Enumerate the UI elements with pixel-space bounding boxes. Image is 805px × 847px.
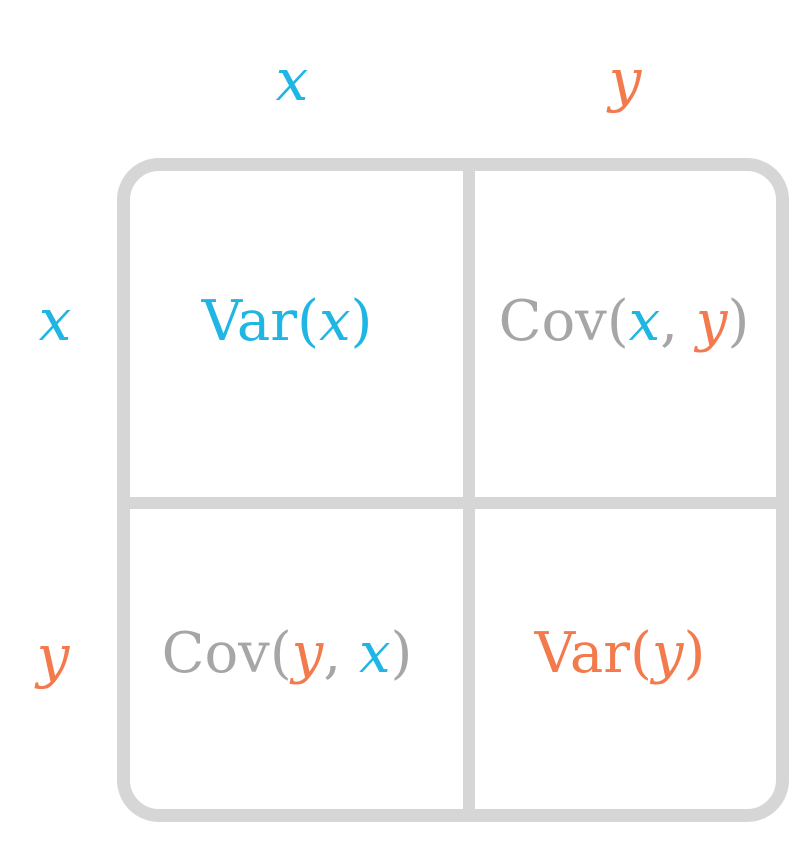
row-label-x: x [38, 286, 72, 354]
cell-cov-x-y-sep: , [660, 289, 679, 354]
cell-cov-y-x-close: ) [390, 621, 413, 686]
grid-vertical-divider [463, 171, 475, 809]
covariance-matrix-grid [117, 158, 789, 822]
cell-var-y: Var(y) [535, 626, 706, 682]
column-label-y: y [608, 46, 642, 114]
cell-var-y-open: ( [630, 621, 652, 686]
cell-cov-y-x-arg1: y [291, 621, 324, 686]
cell-cov-x-y-arg1: x [628, 289, 661, 354]
cell-var-y-func: Var [534, 621, 631, 686]
cell-cov-y-x-arg2: x [358, 621, 391, 686]
cell-var-x-arg: x [318, 289, 351, 354]
cell-cov-y-x-func: Cov [161, 621, 270, 686]
cell-cov-x-y: Cov(x, y) [499, 294, 750, 350]
cell-var-x: Var(x) [202, 294, 373, 350]
cell-var-x-func: Var [201, 289, 298, 354]
cell-var-x-open: ( [297, 289, 319, 354]
cell-var-y-arg: y [651, 621, 684, 686]
cell-cov-x-y-open: ( [606, 289, 629, 354]
cell-cov-x-y-arg2: y [695, 289, 728, 354]
cell-cov-y-x-sep: , [323, 621, 342, 686]
cell-var-x-close: ) [350, 289, 373, 354]
cell-cov-y-x: Cov(y, x) [162, 626, 413, 682]
row-label-y: y [36, 622, 70, 690]
cell-cov-y-x-open: ( [269, 621, 292, 686]
cell-cov-x-y-close: ) [727, 289, 750, 354]
column-label-x: x [275, 46, 309, 114]
grid-horizontal-divider [130, 497, 776, 509]
cell-cov-x-y-func: Cov [498, 289, 607, 354]
cell-var-y-close: ) [683, 621, 706, 686]
